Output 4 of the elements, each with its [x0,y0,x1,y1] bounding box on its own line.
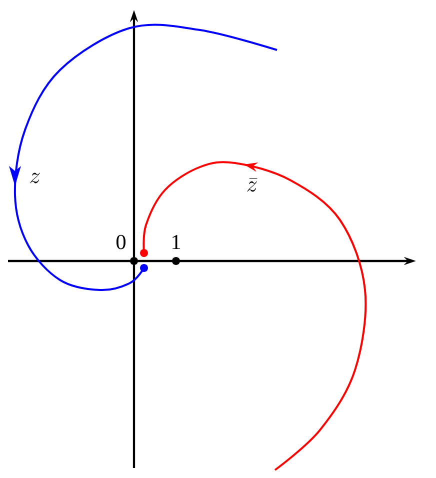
curve-label: $\bar{z}$ [247,178,258,192]
curve-label: $z$ [30,172,40,184]
point-label: 1 [172,234,180,250]
point-label: 0 [116,234,126,250]
